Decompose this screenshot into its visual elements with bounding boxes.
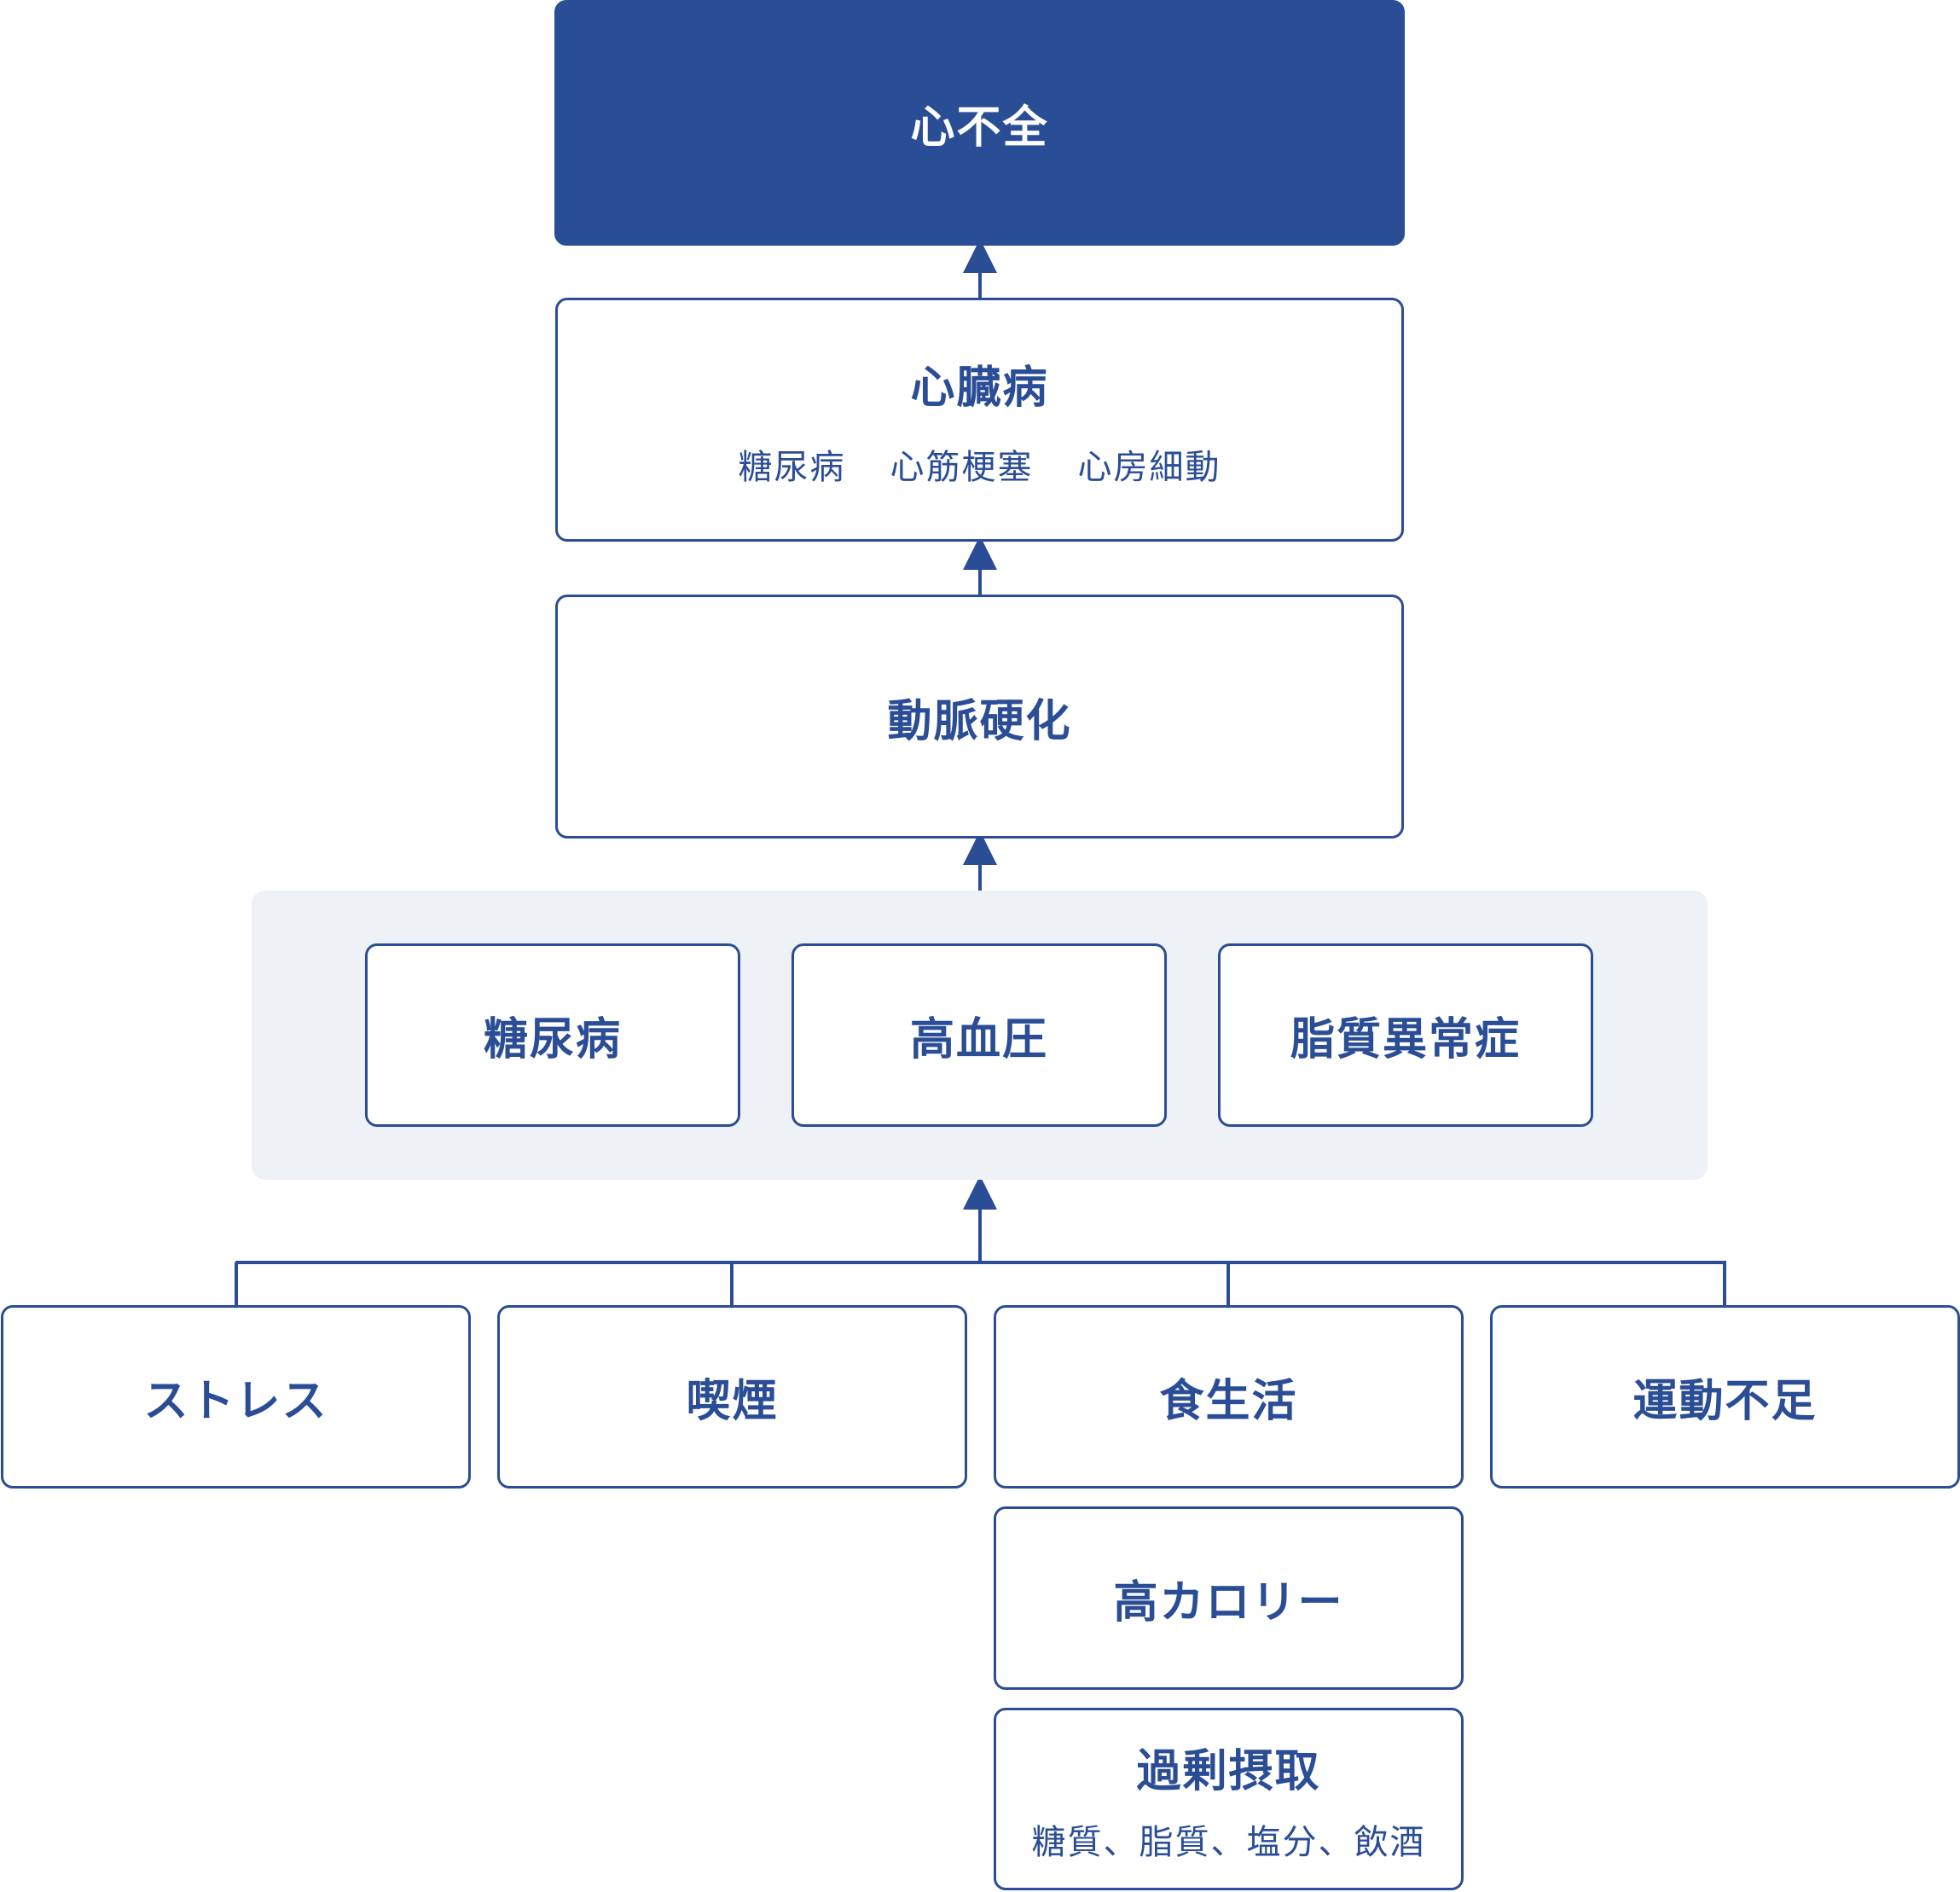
smoking-label: 喫煙 xyxy=(686,1376,779,1427)
heart-failure-label: 心不全 xyxy=(910,102,1049,154)
high-calorie-label: 高カロリー xyxy=(1113,1577,1344,1628)
heart-failure-box: 心不全 xyxy=(554,0,1405,246)
smoking-box: 喫煙 xyxy=(497,1305,967,1489)
overconsumption-detail: 糖質、脂質、塩分、飲酒 xyxy=(1031,1822,1426,1862)
heart-disease-item: 心房細動 xyxy=(1077,447,1221,487)
overconsumption-box: 過剰摂取 糖質、脂質、塩分、飲酒 xyxy=(994,1708,1464,1890)
diet-box: 食生活 xyxy=(994,1305,1464,1489)
high-calorie-box: 高カロリー xyxy=(994,1506,1464,1690)
diabetes-label: 糖尿病 xyxy=(483,1014,622,1065)
arteriosclerosis-label: 動脈硬化 xyxy=(887,695,1072,747)
diet-label: 食生活 xyxy=(1159,1376,1298,1427)
heart-disease-box: 心臓病 糖尿病 心筋梗塞 心房細動 xyxy=(555,298,1404,542)
dyslipidemia-label: 脂質異常症 xyxy=(1290,1014,1521,1065)
arteriosclerosis-box: 動脈硬化 xyxy=(555,595,1404,839)
stress-label: ストレス xyxy=(143,1376,328,1427)
heart-disease-item: 心筋梗塞 xyxy=(890,447,1034,487)
overconsumption-label: 過剰摂取 xyxy=(1136,1745,1321,1797)
heart-disease-item: 糖尿病 xyxy=(738,447,846,487)
heart-disease-items: 糖尿病 心筋梗塞 心房細動 xyxy=(739,439,1221,489)
lack-of-exercise-label: 運動不足 xyxy=(1632,1376,1818,1427)
heart-disease-label: 心臓病 xyxy=(910,362,1049,414)
hypertension-box: 高血圧 xyxy=(792,943,1167,1127)
dyslipidemia-box: 脂質異常症 xyxy=(1218,943,1593,1127)
stress-box: ストレス xyxy=(1,1305,471,1489)
hypertension-label: 高血圧 xyxy=(909,1014,1048,1065)
lack-of-exercise-box: 運動不足 xyxy=(1490,1305,1960,1489)
diabetes-box: 糖尿病 xyxy=(365,943,740,1127)
